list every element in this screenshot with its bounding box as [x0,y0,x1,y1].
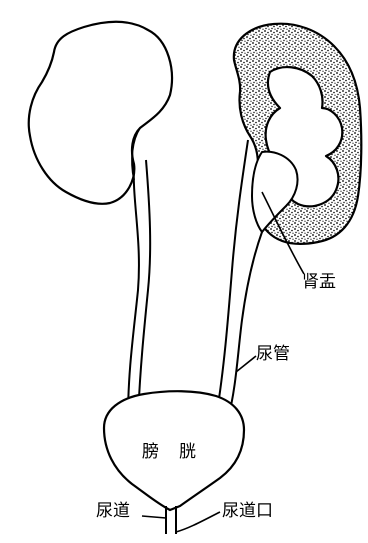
left-kidney [29,22,172,204]
label-renal-pelvis: 肾盂 [302,272,336,292]
left-ureter-inner [138,160,150,418]
left-ureter-outer [128,164,139,418]
label-urethral-orifice: 尿道口 [222,501,273,521]
label-bladder: 膀胱 [142,442,216,462]
label-ureter: 尿管 [256,344,290,364]
leader-ureter [236,356,256,372]
right-ureter-outer [216,140,248,418]
leader-urethra [142,516,166,518]
label-urethra: 尿道 [96,501,130,521]
leader-urethral-orifice [176,512,220,532]
